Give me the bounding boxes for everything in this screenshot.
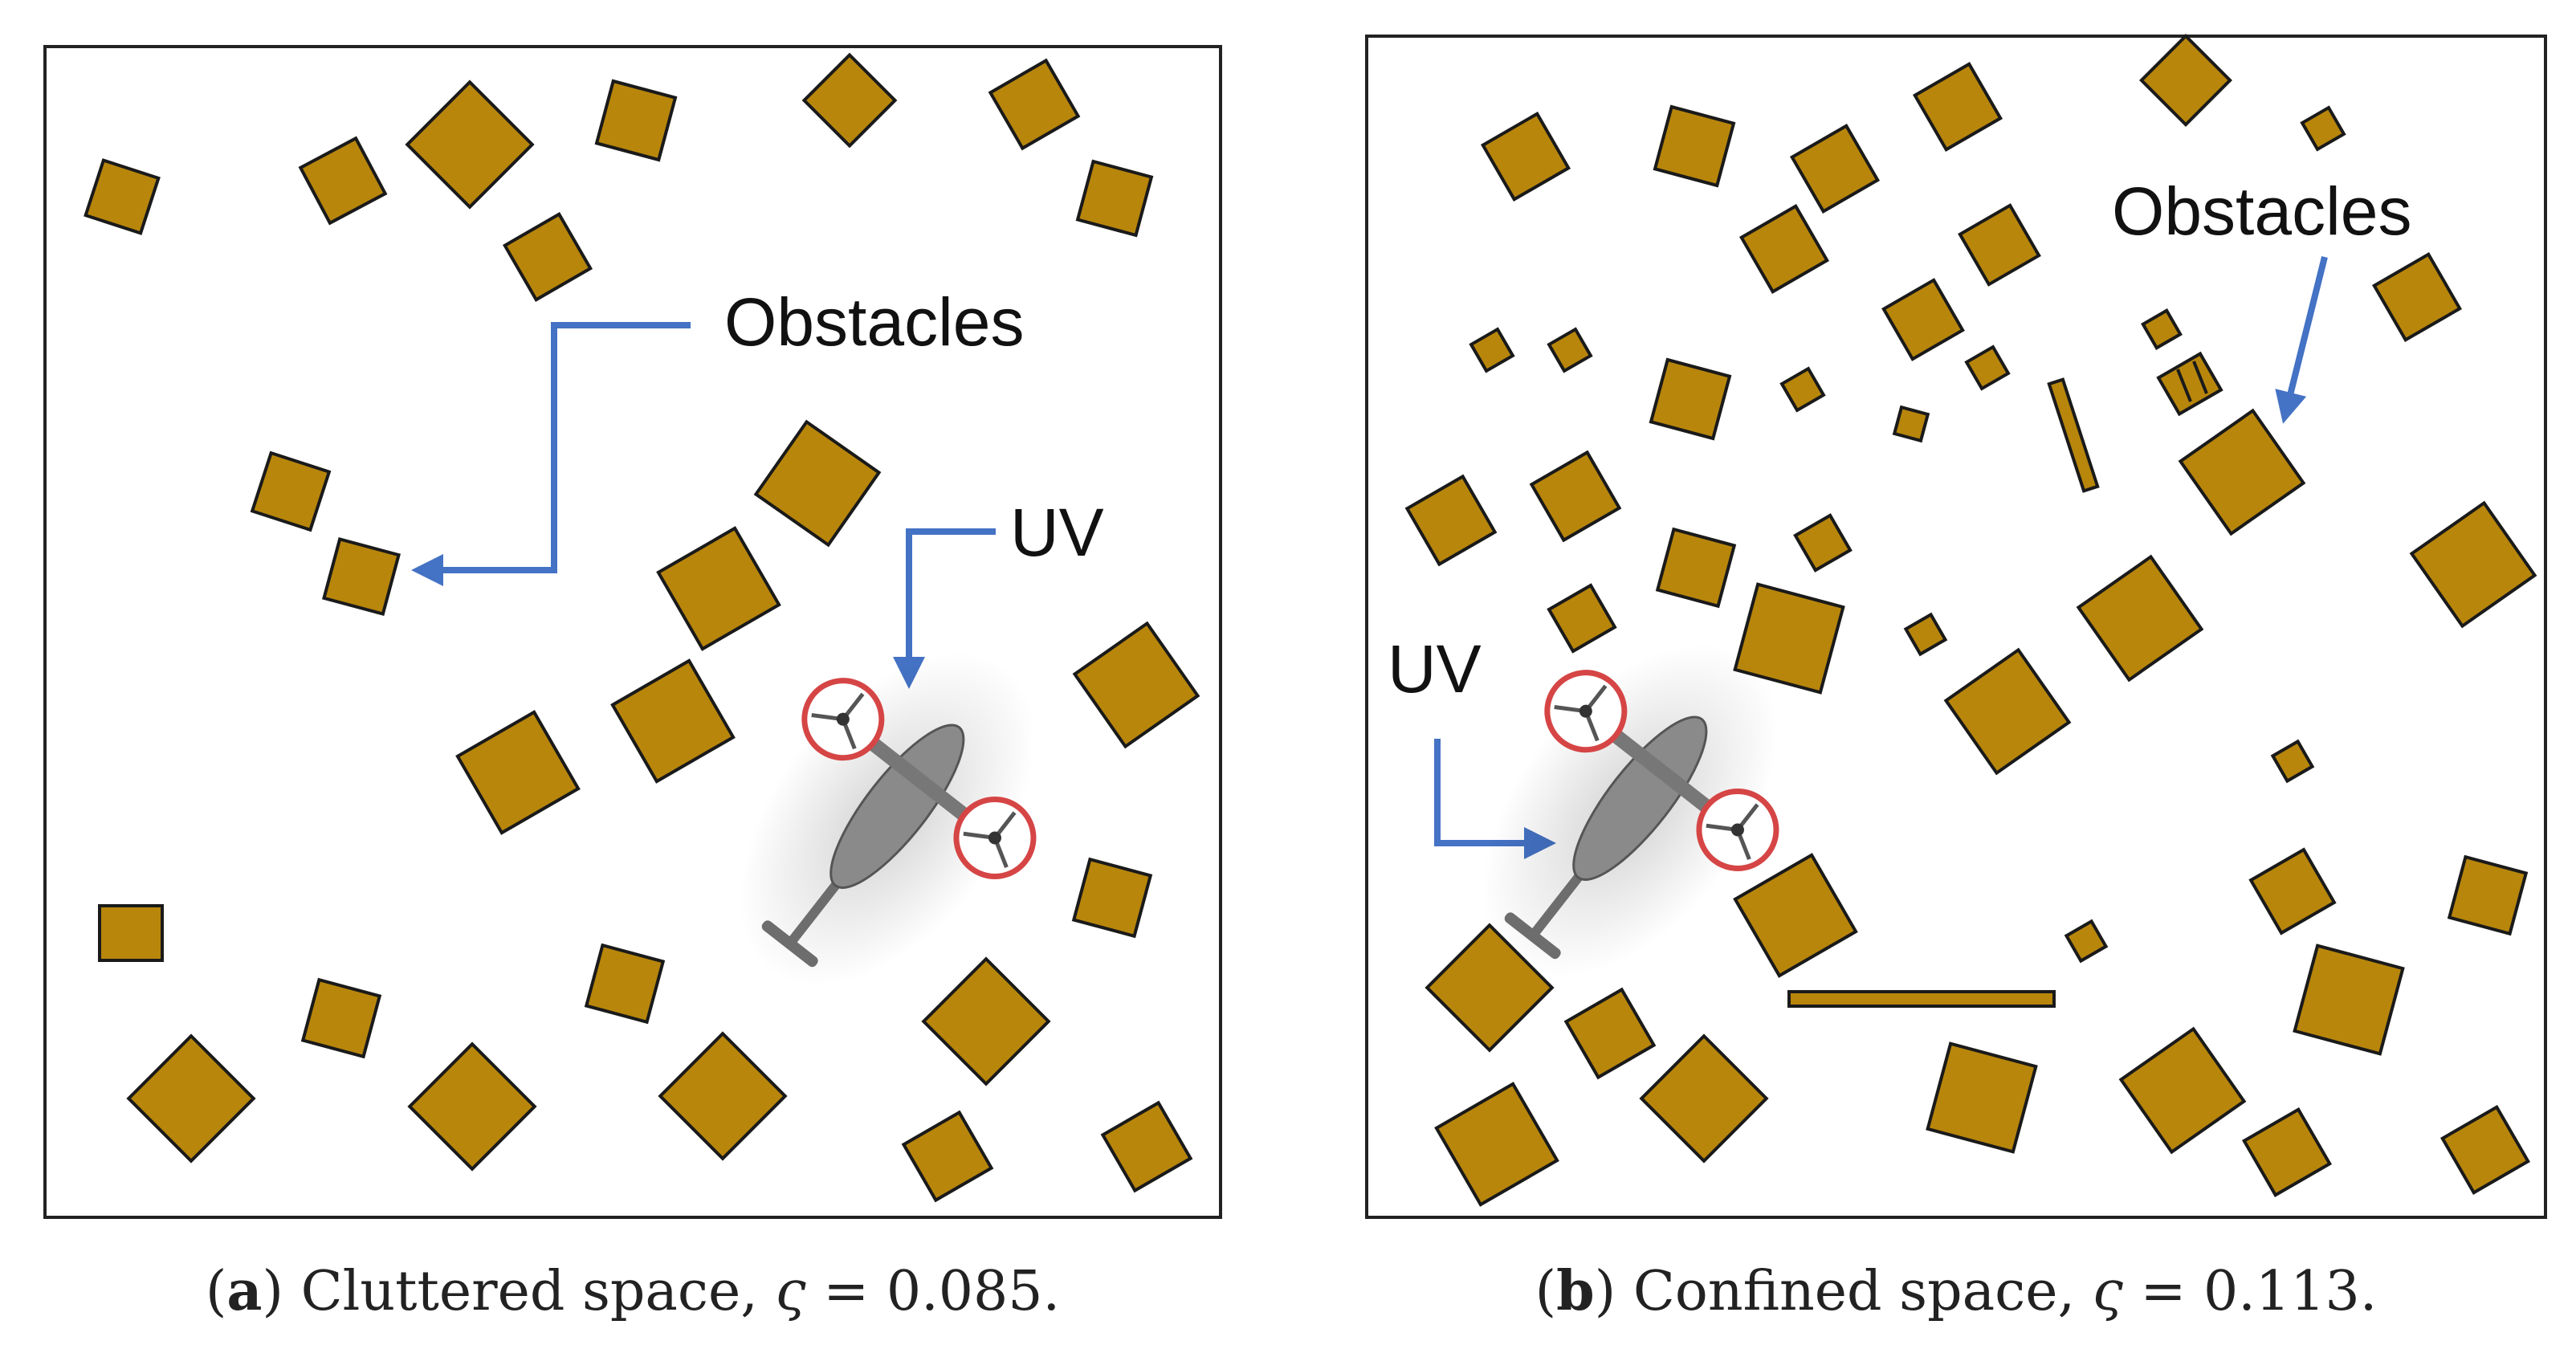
panel-b-obstacle	[1787, 990, 2056, 1008]
panel-a-frame	[43, 45, 1222, 1219]
caption-b: (b) Confined space, ς = 0.113.	[1535, 1259, 2378, 1323]
panel-b-obstacle	[2141, 308, 2183, 350]
panel-b-obstacle	[1547, 327, 1593, 373]
panel-a-obstacle	[322, 537, 401, 616]
panel-b-obstacle	[1733, 582, 1845, 695]
panel-a-uv-label: UV	[1010, 495, 1104, 570]
panel-b-obstacle	[1958, 203, 2041, 287]
panel-b-obstacle	[1649, 357, 1732, 441]
panel-b-uv-label: UV	[1388, 631, 1482, 707]
panel-a-obstacle	[98, 904, 164, 962]
caption-b-equals: =	[2140, 1260, 2187, 1323]
caption-b-text: Confined space,	[1632, 1260, 2076, 1323]
panel-b-obstacle	[2447, 854, 2529, 936]
panel-b-uv-icon	[1482, 644, 1779, 978]
caption-a-symbol: ς	[775, 1260, 806, 1323]
panel-b-obstacle	[1789, 123, 1881, 214]
caption-a-letter: a	[226, 1259, 263, 1323]
panel-a-obstacle	[753, 419, 882, 548]
panel-a-obstacle	[594, 79, 678, 162]
panel-b-obstacle	[1469, 327, 1515, 373]
panel-a-obstacle	[300, 977, 382, 1059]
panel-a-obstacle	[298, 136, 388, 226]
caption-b-value: 0.113.	[2203, 1260, 2378, 1323]
panel-b-obstacle	[1964, 344, 2011, 391]
panel-a-obstacle	[1071, 857, 1153, 939]
panel-a-obstacle	[1100, 1100, 1193, 1193]
panel-a-obstacle	[988, 58, 1081, 151]
panel-b-obstacle	[2371, 251, 2463, 343]
panel-a-obstacle	[656, 526, 781, 651]
panel-b-obstacle	[2139, 34, 2232, 127]
caption-a-value: 0.085.	[886, 1260, 1061, 1323]
caption-a-text: Cluttered space,	[300, 1260, 758, 1323]
panel-b-obstacle	[1639, 1033, 1769, 1164]
panel-b-obstacle	[1903, 612, 1948, 657]
panel-b-obstacle	[1733, 853, 1858, 978]
panel-b-obstacle	[2293, 944, 2405, 1056]
panel-a-obstacle	[1072, 621, 1200, 749]
panel-a-obstacle	[126, 1033, 256, 1164]
panel-b-obstacle	[1943, 647, 2072, 776]
panel-a-obstacle	[407, 1041, 537, 1172]
panel-b-obstacle	[1738, 203, 1830, 295]
panel-a-obstacle	[405, 79, 535, 210]
panel-a-uv-icon	[739, 652, 1037, 986]
panel-b-obstacle	[1434, 1082, 1559, 1207]
panel-b-obstacle	[1655, 527, 1737, 609]
panel-a-obstacle	[901, 1110, 994, 1203]
panel-b-obstacle-divider	[2176, 369, 2192, 402]
panel-b-obstacles-arrow	[2275, 256, 2328, 424]
panel-b-obstacle	[2439, 1104, 2531, 1196]
caption-b-letter: b	[1556, 1259, 1595, 1323]
panel-b-obstacle	[1779, 366, 1826, 413]
panel-a-obstacle	[250, 450, 332, 532]
panel-b-obstacle	[2156, 351, 2223, 417]
panel-b-obstacles-label: Obstacles	[2112, 173, 2412, 249]
panel-b-obstacle	[2409, 500, 2537, 629]
panel-a-obstacle	[610, 658, 736, 784]
caption-a-equals: =	[823, 1260, 870, 1323]
panel-b-obstacle	[1881, 278, 1965, 361]
panel-b-obstacle	[2270, 739, 2315, 784]
panel-b-obstacle	[1912, 61, 2003, 153]
panel-b-obstacle	[2118, 1026, 2247, 1155]
panel-b-obstacle	[1547, 583, 1617, 654]
panel-b-obstacle	[1529, 450, 1622, 543]
panel-a-obstacle	[502, 211, 593, 303]
caption-b-symbol: ς	[2092, 1260, 2123, 1323]
panel-b-obstacle	[2178, 408, 2306, 536]
panel-b-obstacle	[1653, 104, 1736, 188]
panel-a-obstacle	[658, 1031, 788, 1161]
panel-b-obstacle	[1892, 405, 1930, 443]
panel-a-obstacles-arrow	[411, 322, 691, 586]
panel-b-obstacle	[1480, 111, 1571, 202]
panel-b-obstacle	[1926, 1041, 2038, 1154]
panel-a-obstacle	[584, 943, 666, 1025]
panel-a-obstacle	[801, 52, 898, 149]
panel-a-obstacle	[921, 956, 1051, 1086]
caption-a: (a) Cluttered space, ς = 0.085.	[205, 1259, 1061, 1323]
panel-b-obstacle	[2300, 105, 2346, 152]
panel-a-obstacles	[84, 52, 1200, 1203]
panel-b-obstacle	[2241, 1107, 2333, 1198]
panel-b-obstacle	[1793, 513, 1853, 573]
panel-b-obstacle	[2064, 919, 2109, 964]
panel-a-obstacle	[84, 158, 161, 235]
panel-b-obstacle	[1563, 987, 1657, 1080]
panel-a-obstacles-label: Obstacles	[724, 284, 1025, 360]
panel-b-obstacle	[2076, 554, 2204, 683]
panel-a-uv-arrow	[893, 528, 996, 689]
panel-b-obstacle	[1404, 474, 1498, 567]
panel-b-obstacle	[2248, 847, 2337, 935]
panel-a-obstacle	[1075, 159, 1154, 238]
panel-b-obstacle-divider	[2192, 361, 2208, 394]
panel-b-obstacle	[2047, 377, 2100, 493]
panel-a-obstacle	[455, 710, 581, 835]
